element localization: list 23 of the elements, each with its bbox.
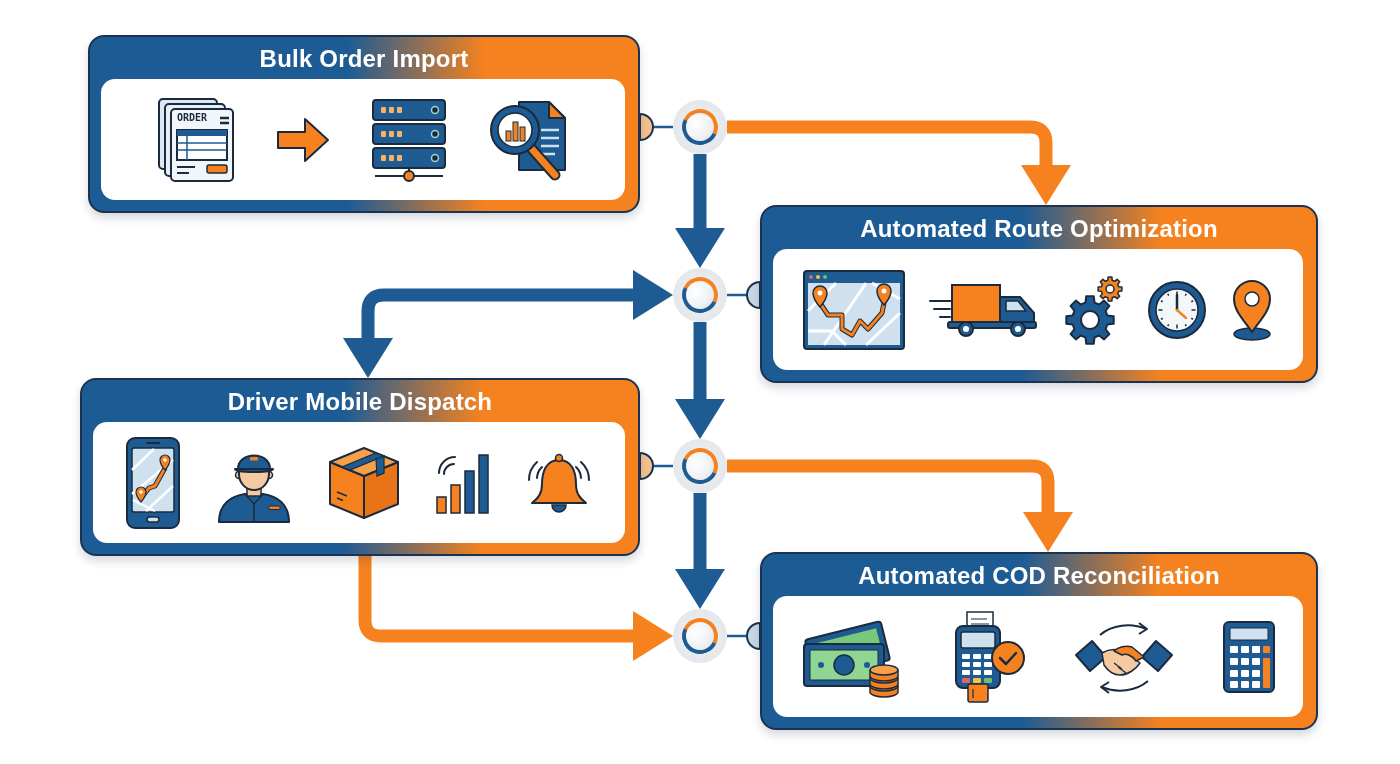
- arrow: [675, 493, 725, 609]
- junction-circle: [673, 609, 727, 663]
- junction-circle: [673, 268, 727, 322]
- card-title: Driver Mobile Dispatch: [227, 388, 493, 416]
- arrow: [727, 120, 1071, 205]
- connector-line: [727, 622, 761, 650]
- form-heading-text: ORDER: [177, 111, 208, 124]
- arrow: [727, 459, 1073, 552]
- process-card: [80, 378, 640, 556]
- connector-line: [639, 452, 673, 480]
- card-title: Automated Route Optimization: [860, 215, 1218, 243]
- connector-line: [639, 113, 673, 141]
- process-card: [88, 35, 640, 213]
- arrow: [675, 154, 725, 268]
- process-card: [760, 552, 1318, 730]
- connector-line: [727, 281, 761, 309]
- junction-circle: [673, 100, 727, 154]
- junction-circle: [673, 439, 727, 493]
- process-card: [760, 205, 1318, 383]
- arrow: [675, 322, 725, 439]
- card-title: Bulk Order Import: [259, 45, 469, 73]
- arrow: [358, 556, 673, 661]
- double-headed-arrow: [343, 270, 673, 378]
